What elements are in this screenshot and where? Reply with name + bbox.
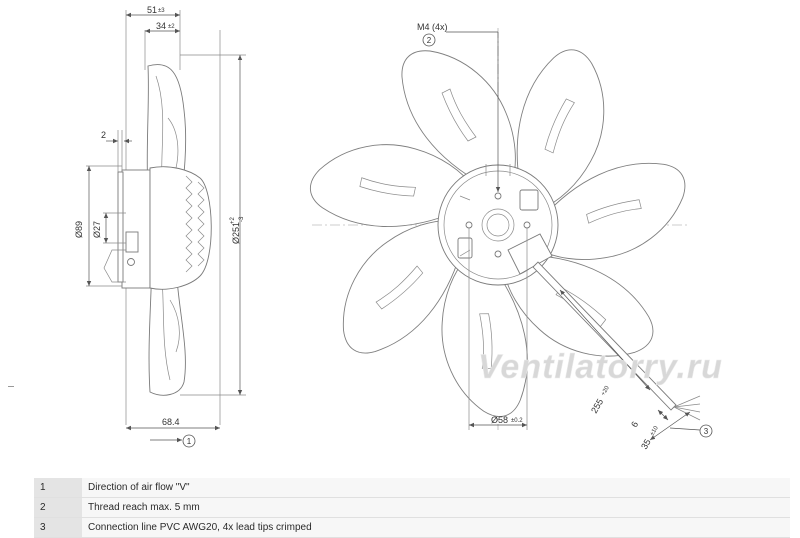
note-text: Thread reach max. 5 mm (82, 498, 790, 517)
side-cable-gland (125, 231, 139, 253)
hub-bore (481, 208, 515, 242)
dim-mount-depth: 68.4 (162, 417, 180, 427)
note-row: 2 Thread reach max. 5 mm (34, 498, 790, 518)
note-number: 1 (34, 478, 82, 497)
dim-fan-dia-tol-lower: -3 (239, 216, 245, 222)
dim-hub-dia: Ø89 (74, 221, 84, 238)
note-row: 3 Connection line PVC AWG20, 4x lead tip… (34, 518, 790, 538)
dim-strip-length: 6 (629, 420, 640, 429)
connector (457, 237, 473, 259)
dim-fan-dia-tol-upper: +2 (230, 216, 236, 224)
callout-cable-number: 3 (704, 427, 709, 436)
dim-cable-length-tol: +20 (601, 385, 612, 397)
note-row: 1 Direction of air flow "V" (34, 478, 790, 498)
note-number: 3 (34, 518, 82, 537)
front-view: M4 (4x) 2 Ø58 ±0.2 255 +20 6 35 ±10 3 (301, 22, 713, 451)
callout-thread (422, 33, 436, 47)
mount-hole-top (494, 192, 502, 200)
dim-bolt-circle-tol: ±0.2 (511, 418, 523, 424)
side-view: 51 ±3 34 ±2 2 Ø89 Ø27 Ø251 +2 -3 68.4 1 (74, 5, 246, 448)
notes-table: 1 Direction of air flow "V" 2 Thread rea… (34, 478, 790, 538)
dim-lead-length-tol: ±10 (650, 425, 661, 437)
dim-lead-length: 35 (639, 437, 653, 451)
dim-overall-depth-tol: ±3 (158, 8, 165, 14)
cable-gland-block (507, 233, 553, 275)
technical-drawing: 51 ±3 34 ±2 2 Ø89 Ø27 Ø251 +2 -3 68.4 1 (74, 5, 723, 451)
dim-blade-depth: 34 (156, 21, 166, 31)
terminal-box-top (519, 189, 539, 211)
note-text: Direction of air flow "V" (82, 478, 790, 497)
callout-thread-number: 2 (427, 36, 432, 45)
thread-label: M4 (4x) (417, 22, 448, 32)
watermark: Ventilatorry.ru (478, 348, 723, 386)
side-motor-housing (121, 169, 151, 289)
dim-flange: 2 (101, 130, 106, 140)
margin-tick (8, 386, 14, 387)
dim-blade-depth-tol: ±2 (168, 24, 175, 30)
mount-hole-right (523, 221, 531, 229)
mount-hole-bottom (494, 250, 502, 258)
callout-cable (699, 424, 713, 438)
dim-shaft-dia: Ø27 (92, 221, 102, 238)
callout-airflow-number: 1 (187, 437, 192, 446)
dim-fan-dia: Ø251 (231, 222, 241, 244)
note-text: Connection line PVC AWG20, 4x lead tips … (82, 518, 790, 537)
dim-cable-length: 255 (589, 397, 605, 415)
note-number: 2 (34, 498, 82, 517)
dim-bolt-circle: Ø58 (491, 415, 508, 425)
dim-overall-depth: 51 (147, 5, 157, 15)
side-rotor (149, 166, 212, 290)
callout-airflow (182, 434, 196, 448)
mount-hole-left (465, 221, 473, 229)
